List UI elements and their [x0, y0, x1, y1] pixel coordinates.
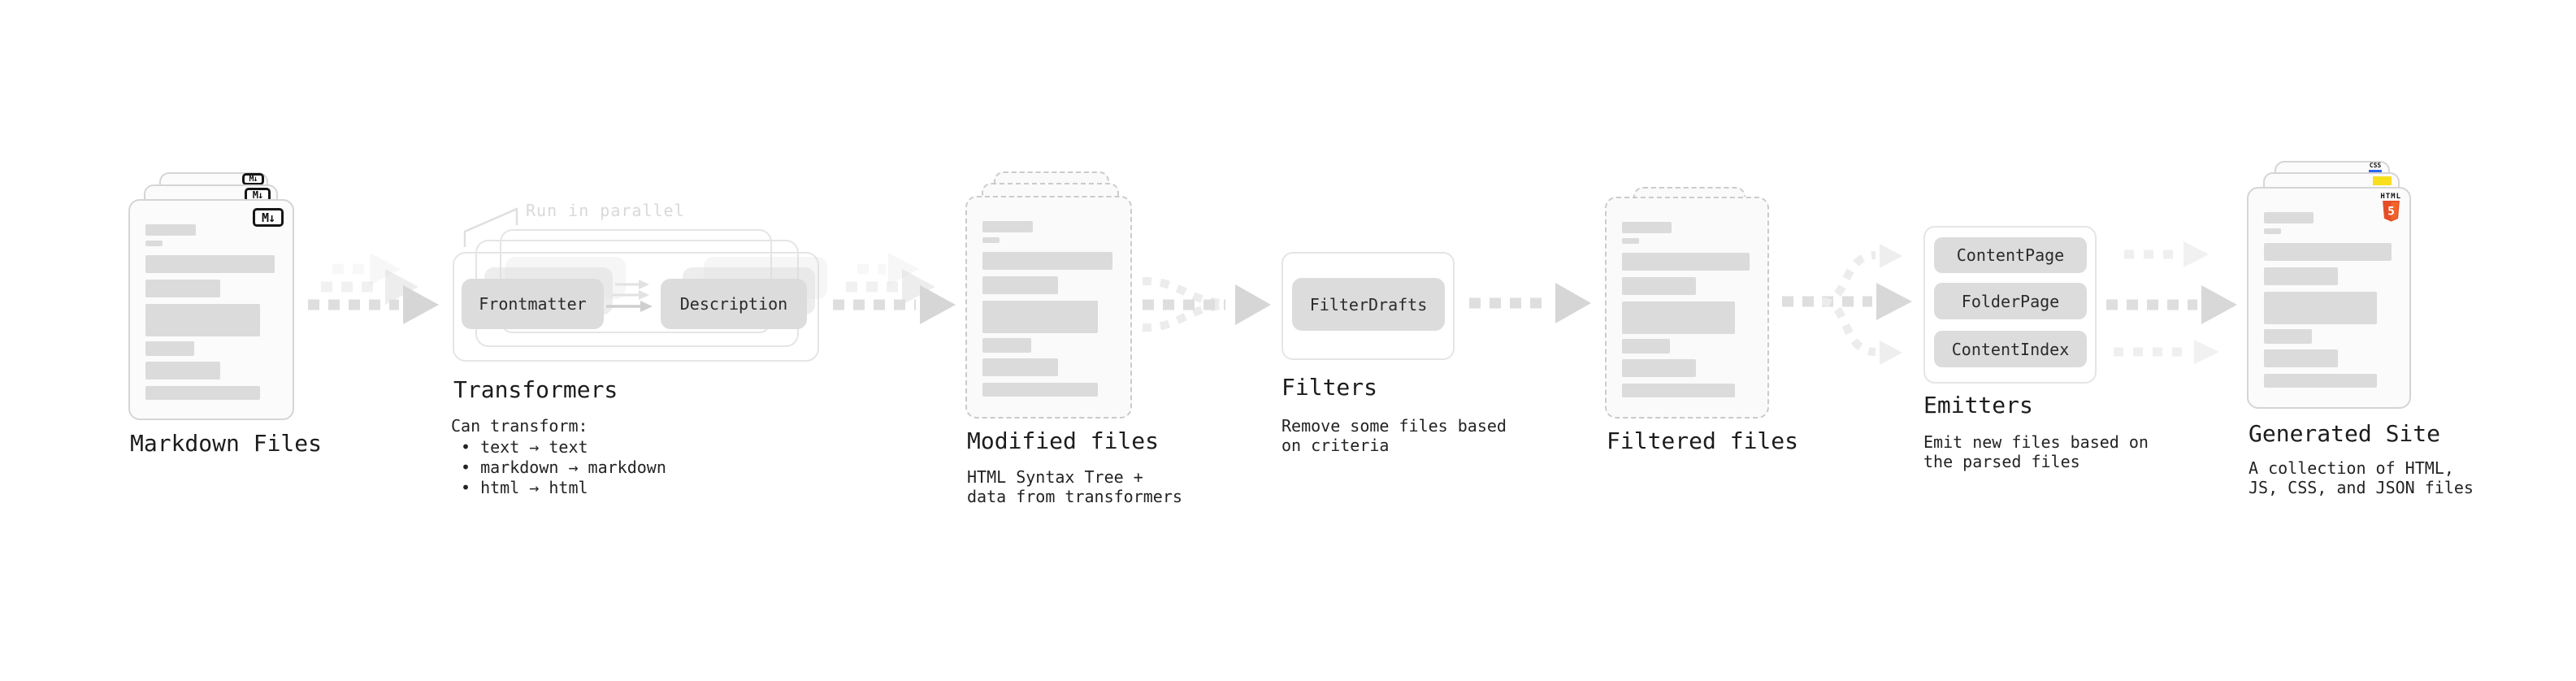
stage-title-generated-site: Generated Site: [2249, 420, 2441, 447]
emitter-box-contentpage: ContentPage: [1934, 237, 2087, 273]
css-icon-bar: [2369, 170, 2382, 173]
placeholder-line: [145, 224, 196, 236]
placeholder-line: [145, 304, 260, 336]
placeholder-line: [982, 301, 1098, 333]
placeholder-line: [145, 386, 260, 400]
placeholder-line: [145, 362, 221, 380]
placeholder-line: [982, 237, 1000, 243]
caption-line: data from transformers: [967, 487, 1182, 506]
markdown-file-icon: M↓: [253, 208, 284, 227]
html5-file-icon: HTML 5: [2380, 193, 2401, 222]
arrow-markdown-to-transformers: [308, 253, 439, 324]
placeholder-line: [2264, 292, 2378, 324]
transforms-list: • text → text • markdown → markdown • ht…: [453, 437, 666, 498]
arrow-modified-to-filters: [1142, 276, 1271, 332]
stage-title-filters: Filters: [1281, 374, 1378, 401]
placeholder-line: [982, 338, 1032, 353]
generated-site-caption: A collection of HTML, JS, CSS, and JSON …: [2249, 458, 2474, 497]
modified-file-front: [965, 196, 1132, 419]
placeholder-line: [1622, 301, 1736, 334]
html5-shield-icon: 5: [2382, 201, 2400, 222]
arrow-filtered-to-emitters: [1782, 244, 1912, 365]
stage-title-transformers: Transformers: [453, 376, 618, 403]
placeholder-line: [1622, 253, 1750, 271]
document-skeleton: [2264, 212, 2394, 399]
caption-line: Remove some files based: [1281, 416, 1507, 436]
placeholder-line: [2264, 374, 2378, 388]
transform-item: • html → html: [461, 478, 588, 497]
placeholder-line: [2264, 228, 2281, 234]
caption-line: on criteria: [1281, 436, 1390, 455]
placeholder-line: [1622, 222, 1672, 233]
placeholder-line: [2264, 243, 2392, 261]
run-in-parallel-note: Run in parallel: [526, 201, 685, 220]
html5-icon-label: HTML: [2380, 193, 2401, 201]
filtered-file-front: [1605, 197, 1769, 419]
arrow-transformers-to-modified: [833, 253, 956, 324]
placeholder-line: [145, 341, 194, 356]
stage-title-markdown-files: Markdown Files: [130, 430, 323, 457]
placeholder-line: [145, 255, 275, 273]
markdown-file-icon: M↓: [242, 173, 264, 185]
placeholder-line: [1622, 384, 1736, 397]
js-file-icon: [2373, 176, 2392, 185]
filters-caption: Remove some files based on criteria: [1281, 416, 1507, 455]
placeholder-line: [982, 276, 1058, 294]
placeholder-line: [145, 241, 163, 246]
transformer-box-description: Description: [661, 279, 807, 329]
transformers-caption: Can transform:: [451, 416, 588, 436]
placeholder-line: [2264, 212, 2314, 223]
modified-files-caption: HTML Syntax Tree + data from transformer…: [967, 467, 1182, 506]
transformer-frame-front: [453, 252, 819, 362]
placeholder-line: [145, 280, 221, 297]
caption-line: Emit new files based on: [1923, 432, 2149, 452]
caption-line: JS, CSS, and JSON files: [2249, 478, 2474, 497]
transform-item: • markdown → markdown: [461, 458, 666, 477]
placeholder-line: [1622, 277, 1697, 295]
emitter-box-folderpage: FolderPage: [1934, 283, 2087, 319]
placeholder-line: [982, 252, 1112, 270]
css-icon-label: CSS: [2369, 162, 2382, 169]
document-skeleton: [145, 224, 277, 410]
markdown-file-front: M↓: [128, 199, 294, 420]
transform-item: • text → text: [461, 437, 588, 457]
placeholder-line: [982, 383, 1098, 397]
filters-frame: [1281, 252, 1455, 360]
placeholder-line: [2264, 329, 2313, 344]
transformer-box-frontmatter: Frontmatter: [462, 279, 604, 329]
stage-title-modified-files: Modified files: [967, 427, 1160, 454]
emitter-box-contentindex: ContentIndex: [1934, 331, 2087, 367]
arrow-emitters-to-generated: [2106, 241, 2237, 364]
generated-site-front: HTML 5: [2247, 187, 2411, 409]
filter-box-filterdrafts: FilterDrafts: [1292, 278, 1445, 331]
emitters-caption: Emit new files based on the parsed files: [1923, 432, 2149, 471]
placeholder-line: [1622, 238, 1639, 244]
stage-title-filtered-files: Filtered files: [1607, 427, 1799, 454]
placeholder-line: [2264, 349, 2339, 367]
svg-text:5: 5: [2387, 205, 2395, 219]
placeholder-line: [2264, 267, 2339, 285]
document-skeleton: [1622, 222, 1752, 409]
css-file-icon: CSS: [2369, 163, 2382, 173]
arrow-filters-to-filtered: [1469, 283, 1591, 323]
document-skeleton: [982, 221, 1115, 409]
caption-line: A collection of HTML,: [2249, 458, 2454, 478]
placeholder-line: [1622, 359, 1697, 377]
placeholder-line: [982, 358, 1058, 376]
caption-line: HTML Syntax Tree +: [967, 467, 1143, 487]
placeholder-line: [1622, 339, 1671, 354]
emitters-frame: [1923, 226, 2097, 384]
caption-line: the parsed files: [1923, 452, 2080, 471]
placeholder-line: [982, 221, 1033, 232]
stage-title-emitters: Emitters: [1923, 392, 2033, 419]
